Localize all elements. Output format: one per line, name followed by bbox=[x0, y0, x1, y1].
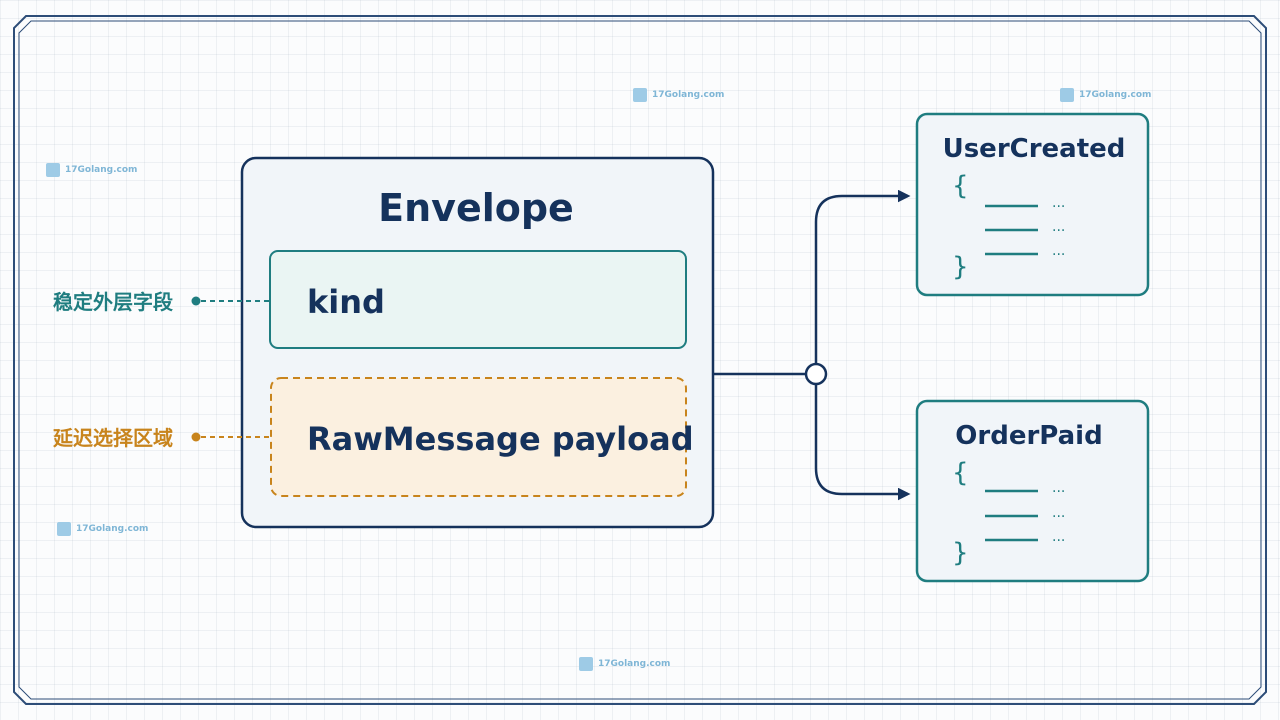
usercreated-close-brace: } bbox=[952, 252, 969, 282]
field-ellipsis: ··· bbox=[1052, 223, 1065, 239]
payload-field: RawMessage payload bbox=[270, 377, 694, 497]
watermark-text: 17Golang.com bbox=[65, 165, 137, 175]
deferred-annotation: 延迟选择区域 bbox=[52, 426, 270, 450]
usercreated-open-brace: { bbox=[952, 171, 969, 201]
field-ellipsis: ··· bbox=[1052, 247, 1065, 263]
deferred-annotation-label: 延迟选择区域 bbox=[52, 426, 173, 450]
field-ellipsis: ··· bbox=[1052, 484, 1065, 500]
watermark: 17Golang.com bbox=[633, 88, 724, 102]
stable-annotation: 稳定外层字段 bbox=[53, 290, 270, 314]
watermark-logo-icon bbox=[57, 522, 71, 536]
watermark: 17Golang.com bbox=[579, 657, 670, 671]
watermark: 17Golang.com bbox=[1060, 88, 1151, 102]
arrow-to-usercreated bbox=[814, 189, 911, 364]
deferred-annotation-dot bbox=[191, 432, 201, 442]
watermark-text: 17Golang.com bbox=[76, 524, 148, 534]
junction-node bbox=[804, 362, 828, 386]
field-ellipsis: ··· bbox=[1052, 509, 1065, 525]
watermark-logo-icon bbox=[633, 88, 647, 102]
kind-field-label: kind bbox=[307, 283, 385, 321]
field-ellipsis: ··· bbox=[1052, 199, 1065, 215]
orderpaid-title: OrderPaid bbox=[955, 421, 1102, 451]
watermark-text: 17Golang.com bbox=[1079, 90, 1151, 100]
orderpaid-box: OrderPaid { ··· ··· ··· } bbox=[915, 399, 1150, 583]
watermark-logo-icon bbox=[46, 163, 60, 177]
field-ellipsis: ··· bbox=[1052, 533, 1065, 549]
orderpaid-close-brace: } bbox=[952, 538, 969, 568]
payload-field-label: RawMessage payload bbox=[307, 420, 694, 458]
arrow-to-orderpaid bbox=[814, 384, 911, 501]
kind-field: kind bbox=[269, 250, 687, 349]
stable-annotation-label: 稳定外层字段 bbox=[53, 290, 173, 314]
usercreated-title: UserCreated bbox=[943, 134, 1126, 164]
watermark-logo-icon bbox=[1060, 88, 1074, 102]
watermark-text: 17Golang.com bbox=[598, 659, 670, 669]
watermark-logo-icon bbox=[579, 657, 593, 671]
dispatch-connectors bbox=[713, 189, 911, 501]
orderpaid-open-brace: { bbox=[952, 458, 969, 488]
watermark: 17Golang.com bbox=[46, 163, 137, 177]
stable-annotation-dot bbox=[191, 296, 201, 306]
watermark: 17Golang.com bbox=[57, 522, 148, 536]
watermark-text: 17Golang.com bbox=[652, 90, 724, 100]
usercreated-box: UserCreated { ··· ··· ··· } bbox=[915, 112, 1150, 297]
envelope-box: Envelope kind RawMessage payload bbox=[240, 156, 715, 529]
page-border bbox=[13, 15, 1267, 705]
envelope-title: Envelope bbox=[378, 186, 574, 230]
